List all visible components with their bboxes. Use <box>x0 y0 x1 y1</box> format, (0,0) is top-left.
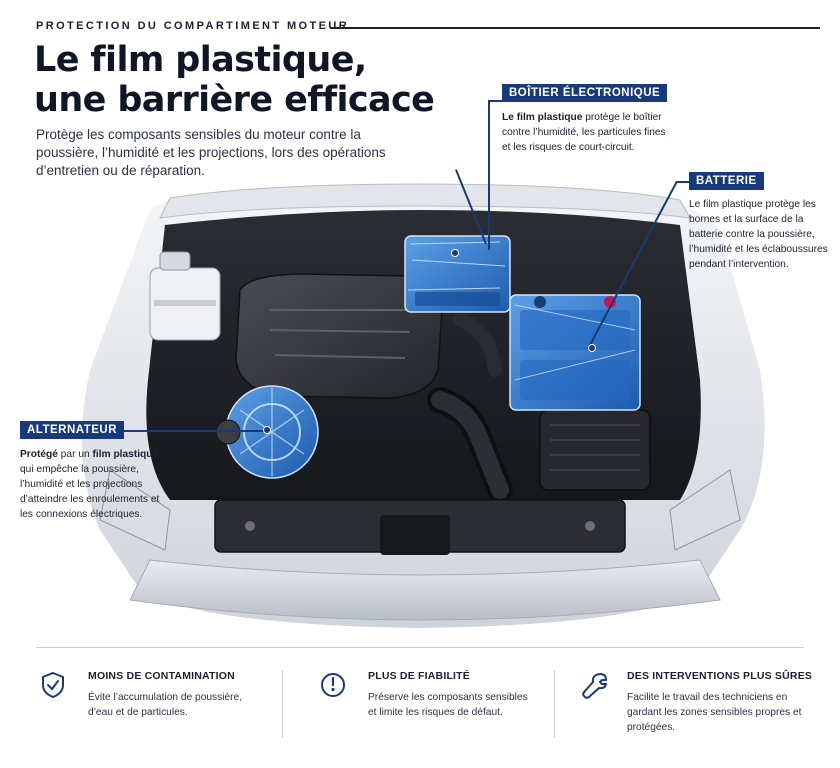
left-headlight <box>99 469 171 551</box>
air-filter-box <box>539 409 651 491</box>
feature-contamination: MOINS DE CONTAMINATION Évite l’accumulat… <box>38 664 268 754</box>
battery-marker <box>588 344 596 352</box>
alternator-tag: ALTERNATEUR <box>20 421 125 439</box>
ecu-description-text: protège le boîtier contre l’humidité, le… <box>502 112 666 153</box>
feature-safer-interventions-text: Facilite le travail des techniciens en g… <box>627 692 802 733</box>
battery-description: Le film plastique protège les bornes et … <box>689 199 828 270</box>
ecu-marker <box>451 249 459 257</box>
feature-strip-rule <box>36 647 804 648</box>
coolant-reservoir <box>149 251 221 341</box>
ecu-description: Le film plastique protège le boîtier con… <box>502 110 672 155</box>
alternator-description-bold2: film plastique <box>92 449 159 460</box>
ecu-leader-horizontal <box>488 100 502 102</box>
engine-bay-illustration <box>82 183 765 628</box>
engine-cover <box>235 273 443 399</box>
front-bumper <box>129 559 721 621</box>
ecu-tag: BOÎTIER ÉLECTRONIQUE <box>502 84 668 102</box>
wrench-icon <box>582 673 607 699</box>
intake-hose <box>427 313 513 503</box>
battery-tag: BATTERIE <box>689 172 764 190</box>
feature-contamination-title: MOINS DE CONTAMINATION <box>88 670 235 682</box>
ecu-description-bold: Le film plastique <box>502 112 583 123</box>
feature-safer-interventions: DES INTERVENTIONS PLUS SÛRES Facilite le… <box>580 664 820 754</box>
alternator-wrapped <box>215 385 319 479</box>
hood-edge <box>159 183 691 219</box>
alternator-description: Protégé par un film plastique qui empêch… <box>20 447 170 522</box>
feature-contamination-text: Évite l’accumulation de poussière, d’eau… <box>88 692 243 718</box>
kicker-rule <box>330 27 820 29</box>
battery-wrapped <box>509 294 641 411</box>
right-headlight <box>669 469 741 551</box>
feature-safer-interventions-title: DES INTERVENTIONS PLUS SÛRES <box>627 670 813 682</box>
alternator-marker <box>263 426 271 434</box>
shield-check-icon <box>42 671 64 699</box>
feature-separator-1 <box>282 670 283 738</box>
feature-separator-2 <box>554 670 555 738</box>
battery-leader-horizontal <box>676 181 689 183</box>
ecu-wrapped <box>404 235 511 313</box>
feature-reliability-title: PLUS DE FIABILITÉ <box>368 670 470 682</box>
ecu-leader-vertical <box>488 100 490 250</box>
clock-icon <box>321 673 345 697</box>
alternator-description-bold1: Protégé <box>20 449 58 460</box>
section-kicker: PROTECTION DU COMPARTIMENT MOTEUR <box>36 20 350 32</box>
page-subtitle: Protège les composants sensibles du mote… <box>36 127 386 178</box>
alternator-description-mid: par un <box>57 449 93 460</box>
title-line-2: une barrière efficace <box>34 80 435 120</box>
alternator-leader <box>123 430 265 432</box>
title-line-1: Le film plastique, <box>34 40 367 80</box>
feature-reliability: PLUS DE FIABILITÉ Préserve les composant… <box>318 664 548 754</box>
alternator-description-text: qui empêche la poussière, l’humidité et … <box>20 464 160 520</box>
page-title: Le film plastique, une barrière efficace <box>34 40 474 120</box>
feature-reliability-text: Préserve les composants sensibles et lim… <box>368 692 528 718</box>
radiator-support <box>214 499 626 555</box>
